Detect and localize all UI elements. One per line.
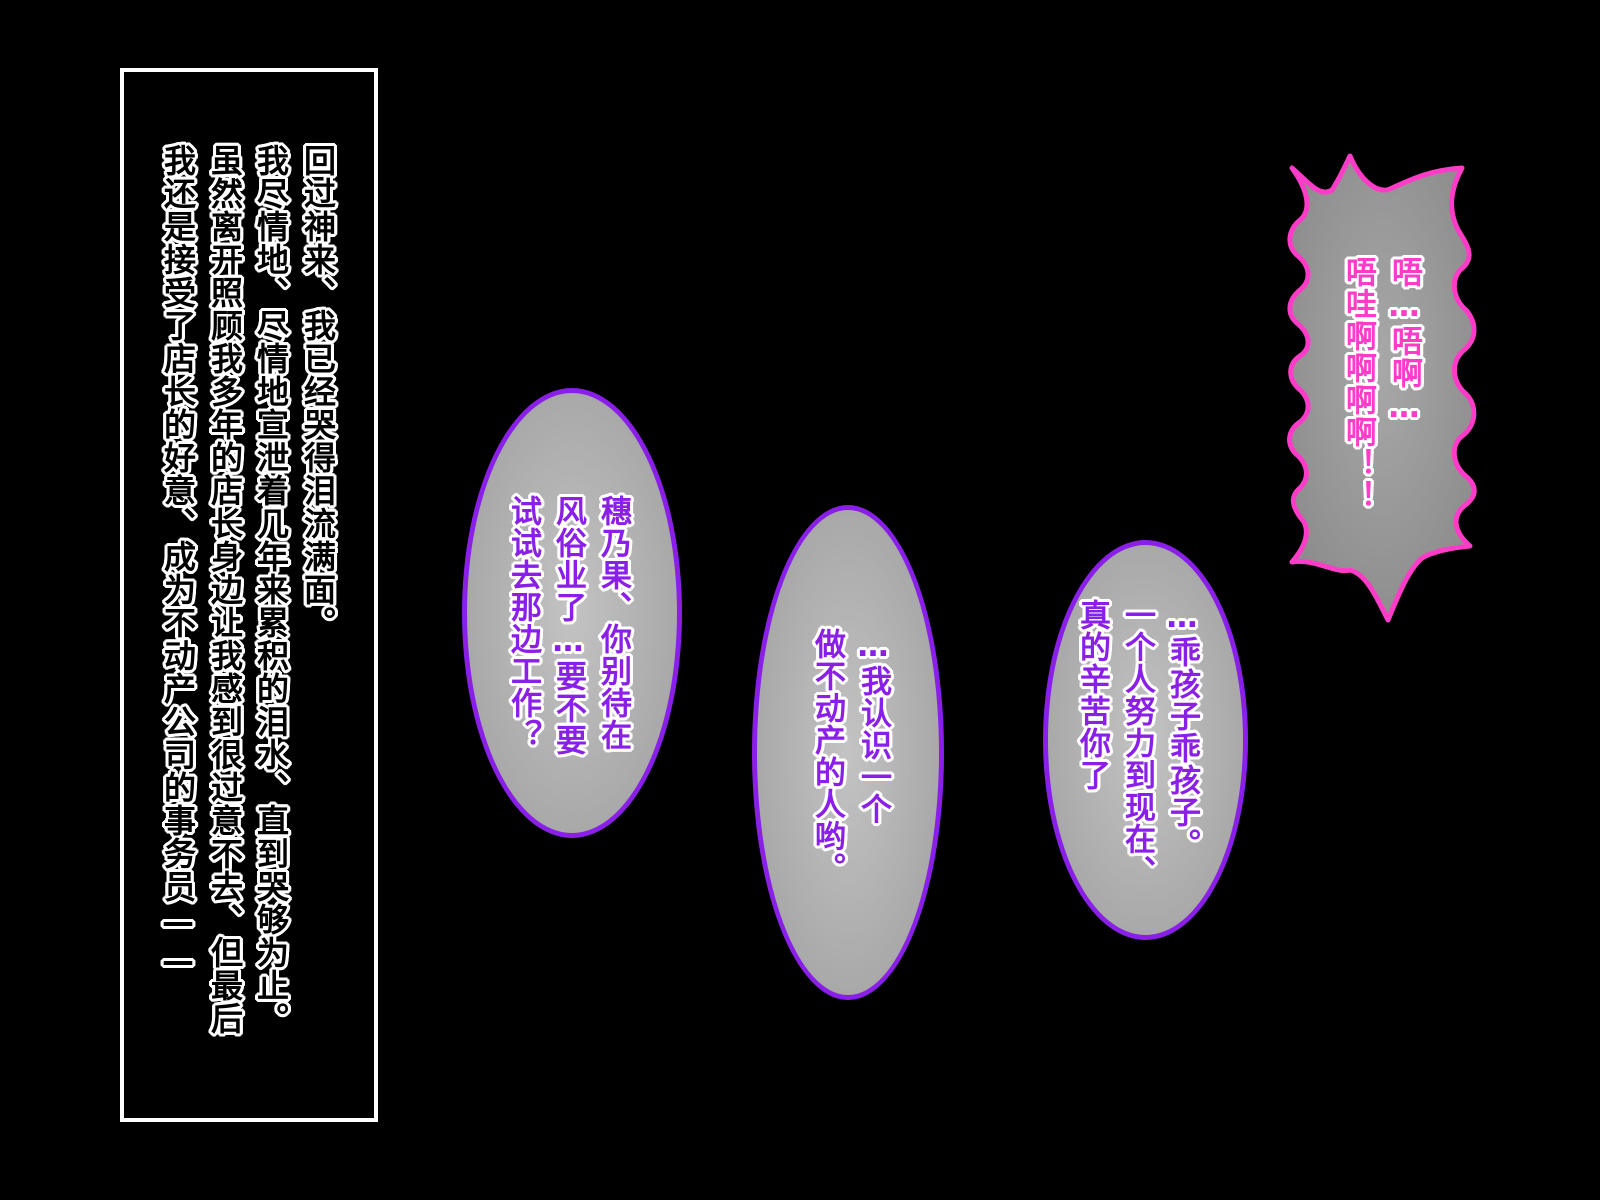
narration-line: 虽然离开照顾我多年的店长身边让我感到很过意不去、但最后 [206,144,244,1035]
bubble-line: 穗乃果、你别待在 [595,495,631,751]
bubble-line: …乖孩子乖孩子。 [1164,599,1200,860]
narration-line: 回过神来、我已经哭得泪流满面。 [299,144,337,639]
bubble-line: 一个人努力到现在、 [1119,599,1155,887]
bubble-line: 做不动产的人哟。 [809,628,845,884]
shout-line: 唔…唔啊… [1386,256,1422,426]
bubble-line: 风俗业了…要不要 [550,495,586,756]
shout-line: 唔哇啊啊啊啊！！ [1340,256,1376,512]
bubble-line: …我认识一个 [855,628,891,825]
speech-bubble-middle: …我认识一个 做不动产的人哟。 [752,505,944,1000]
shout-bubble-shape [1287,153,1477,623]
speech-bubble-right: …乖孩子乖孩子。 一个人努力到现在、 真的辛苦你了 [1043,540,1248,940]
narration-line: 我还是接受了店长的好意、成为不动产公司的事务员—— [159,144,197,981]
narration-box: 回过神来、我已经哭得泪流满面。 我尽情地、尽情地宣泄着几年来累积的泪水、直到哭够… [120,68,378,1122]
narration-line: 我尽情地、尽情地宣泄着几年来累积的泪水、直到哭够为止。 [252,144,290,1035]
bubble-line: 试试去那边工作？ [505,495,541,751]
shout-bubble: 唔…唔啊… 唔哇啊啊啊啊！！ [1280,150,1485,630]
speech-bubble-left: 穗乃果、你别待在 风俗业了…要不要 试试去那边工作？ [462,388,682,838]
bubble-line: 真的辛苦你了 [1074,599,1110,791]
